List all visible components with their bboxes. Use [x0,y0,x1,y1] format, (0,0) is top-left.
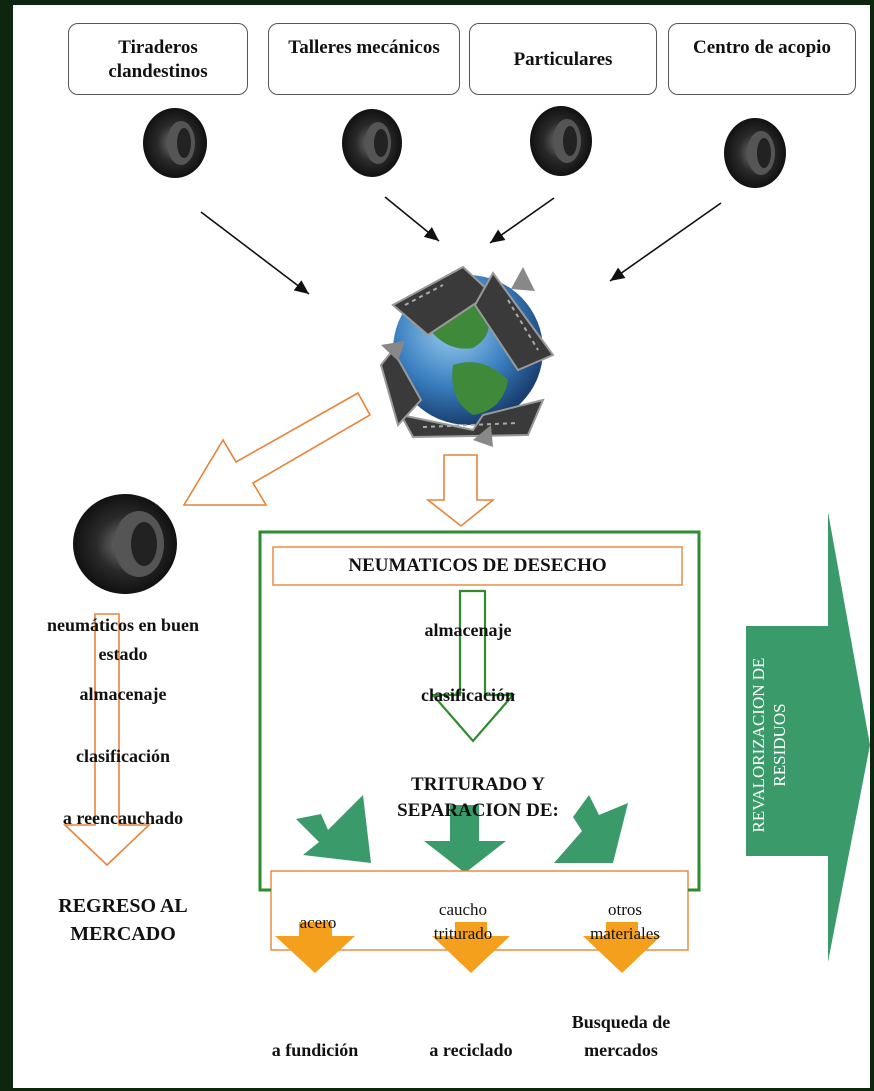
center-storage-label: almacenaje [424,620,512,640]
recycling-globe-icon [379,265,555,447]
retread-label: a reencauchado [62,808,184,828]
material-other: otros materiales [590,900,660,943]
arrow-to-good-tires [182,391,372,506]
revaluation-text: REVALORIZACION DE RESIDUOS [749,657,789,833]
waste-tires-title: NEUMATICOS DE DESECHO [348,555,607,576]
source-collection-center: Centro de acopio [668,23,856,95]
arrow-source-3 [489,197,555,244]
left-classification-label: clasificación [76,746,170,766]
revaluation-label: REVALORIZACION DE RESIDUOS [748,640,792,850]
arrow-to-foundry [275,922,355,973]
left-storage-label: almacenaje [79,684,167,704]
destination-markets: Busqueda de mercados [571,1012,671,1060]
source-label: Particulares [513,49,613,70]
waste-title-box [272,546,683,586]
back-to-market-label: REGRESO AL MERCADO [58,895,188,945]
arrow-source-2 [384,196,440,242]
tire-icon-1 [143,108,207,178]
source-label: Tiraderos clandestinos [108,37,208,82]
shredding-label: TRITURADO Y SEPARACION DE: [397,774,559,821]
good-tires-label: neumáticos en buen estado [46,615,199,664]
material-steel: acero [299,913,337,932]
arrow-retread-flow [63,613,151,867]
green-arrows [296,795,628,873]
good-tire-icon [73,494,177,594]
arrow-source-1 [200,211,310,295]
source-mechanic-shops: Talleres mecánicos [268,23,460,95]
diagram-graphics [63,106,870,973]
source-label: Centro de acopio [693,37,831,58]
material-crumb-rubber: caucho triturado [433,900,493,943]
destination-recycling: a reciclado [429,1040,513,1060]
source-clandestine-dumps: Tiraderos clandestinos [68,23,248,95]
tire-icon-2 [342,109,402,177]
diagram-canvas: Tiraderos clandestinos Talleres mecánico… [13,5,870,1088]
arrow-source-4 [609,202,722,282]
arrow-to-markets [583,922,661,973]
destination-foundry: a fundición [271,1040,359,1060]
arrow-waste-flow [430,589,516,743]
center-classification-label: clasificación [421,685,515,705]
tire-icon-4 [724,118,786,188]
tire-icon-3 [530,106,592,176]
source-label: Talleres mecánicos [288,37,440,58]
source-individuals: Particulares [469,23,657,95]
arrow-to-recycling [432,922,510,973]
arrow-to-waste-box [425,454,496,528]
revaluation-arrow [746,512,870,962]
